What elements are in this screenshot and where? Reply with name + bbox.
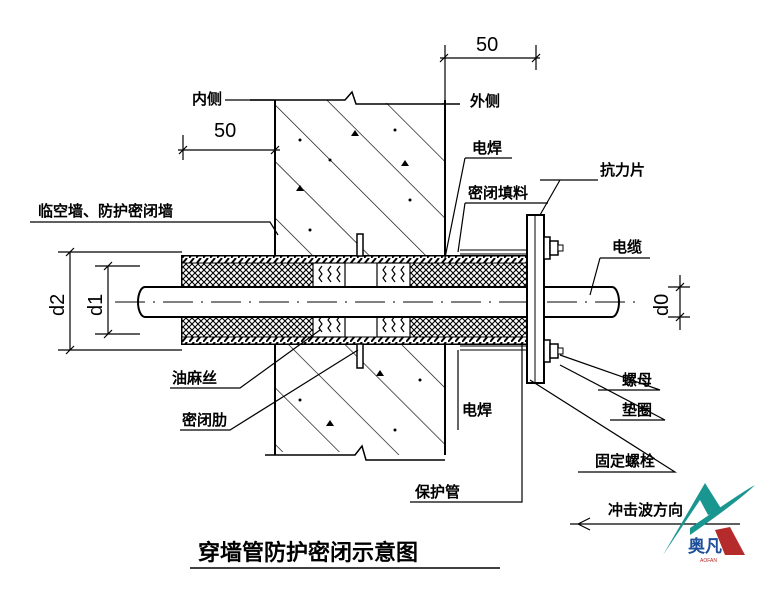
seal-rib bbox=[356, 343, 364, 369]
leader-lines bbox=[30, 99, 678, 503]
label-weld-bottom: 电焊 bbox=[462, 401, 492, 419]
label-oil-hemp: 油麻丝 bbox=[172, 369, 217, 387]
diagram-title: 穿墙管防护密闭示意图 bbox=[198, 540, 418, 566]
resist-plate bbox=[460, 214, 564, 384]
label-temp-wall: 临空墙、防护密闭墙 bbox=[38, 202, 173, 220]
oil-hemp bbox=[312, 262, 411, 338]
dim-d0: d0 bbox=[651, 294, 673, 316]
label-fix-bolt: 固定螺栓 bbox=[595, 452, 655, 470]
dim-d1: d1 bbox=[85, 294, 107, 316]
label-protect-pipe: 保护管 bbox=[414, 483, 460, 501]
label-washer: 垫圈 bbox=[622, 401, 652, 419]
logo-text: 奥凡 bbox=[688, 536, 722, 557]
label-inner-side: 内侧 bbox=[192, 90, 222, 108]
dim-left-50: 50 bbox=[214, 120, 236, 142]
dim-d2: d2 bbox=[47, 294, 69, 316]
label-outer-side: 外侧 bbox=[469, 92, 500, 110]
label-seal-filler: 密闭填料 bbox=[468, 184, 528, 202]
label-seal-rib: 密闭肋 bbox=[182, 411, 227, 429]
dimension-lines bbox=[58, 45, 740, 569]
label-resist-plate: 抗力片 bbox=[600, 161, 645, 179]
cable bbox=[115, 286, 640, 318]
aofan-logo: 奥凡 AOFAN bbox=[663, 483, 755, 564]
dim-top-50: 50 bbox=[476, 34, 498, 56]
logo-subtext: AOFAN bbox=[700, 558, 717, 564]
label-weld-top: 电焊 bbox=[472, 139, 502, 157]
label-cable: 电缆 bbox=[612, 238, 642, 256]
label-nut: 螺母 bbox=[622, 371, 652, 389]
seal-rib bbox=[356, 233, 364, 257]
label-shock-direction: 冲击波方向 bbox=[608, 501, 683, 519]
